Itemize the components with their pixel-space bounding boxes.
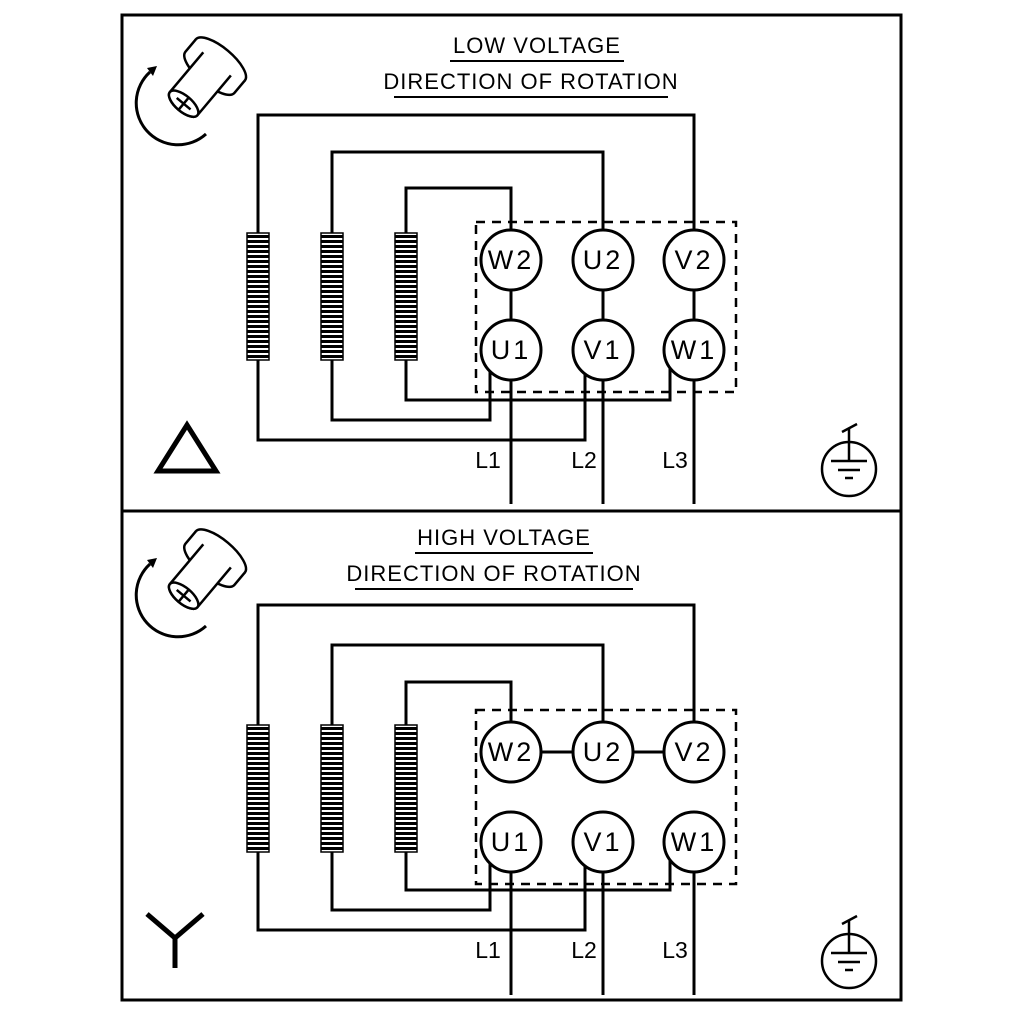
- terminal-label-w1: W1: [671, 827, 718, 857]
- winding-coil: [320, 724, 344, 853]
- terminal-u1: [479, 810, 543, 874]
- rotation-arrow-arc: [134, 562, 208, 639]
- supply-line-labels: L1 L2 L3: [475, 447, 688, 473]
- shaft-rotation-icon: [134, 528, 248, 639]
- terminal-label-w2: W2: [488, 737, 535, 767]
- wye-icon: [145, 912, 205, 968]
- high-voltage-panel: HIGH VOLTAGE DIRECTION OF ROTATION: [134, 525, 878, 995]
- terminal-w2: [479, 228, 543, 292]
- terminal-v1: [571, 810, 635, 874]
- delta-icon: [153, 420, 221, 474]
- terminal-label-w2: W2: [488, 245, 535, 275]
- supply-label-l2: L2: [571, 447, 597, 473]
- terminal-u2: [571, 228, 635, 292]
- terminal-w1: [662, 810, 726, 874]
- winding-bottom-wires: [256, 844, 672, 932]
- outer-border: [120, 13, 903, 1002]
- terminal-label-v2: V2: [674, 245, 713, 275]
- terminal-label-w1: W1: [671, 335, 718, 365]
- rotation-arrow-arc: [134, 70, 208, 147]
- supply-label-l3: L3: [662, 937, 688, 963]
- terminal-label-u2: U2: [583, 737, 624, 767]
- panel-subtitle: DIRECTION OF ROTATION: [346, 561, 641, 586]
- panel-subtitle: DIRECTION OF ROTATION: [383, 69, 678, 94]
- supply-line-labels: L1 L2 L3: [475, 937, 688, 963]
- stator-windings: [246, 724, 418, 853]
- rotation-arrow-head: [147, 66, 157, 76]
- winding-top-wires: [256, 113, 696, 260]
- terminal-circles: W2 U2 V2 U1 V1 W1: [479, 228, 726, 382]
- terminal-label-v1: V1: [583, 335, 622, 365]
- low-voltage-panel: LOW VOLTAGE DIRECTION OF ROTATION: [134, 33, 878, 504]
- winding-coil: [394, 232, 418, 361]
- terminal-box-outline: [474, 220, 738, 394]
- supply-label-l3: L3: [662, 447, 688, 473]
- shaft-rotation-icon: [134, 36, 248, 147]
- terminal-label-u1: U1: [491, 335, 532, 365]
- winding-coil: [394, 724, 418, 853]
- terminal-v1: [571, 318, 635, 382]
- supply-label-l1: L1: [475, 937, 501, 963]
- winding-bottom-wires: [256, 352, 672, 442]
- shaft-cylinder: [167, 528, 248, 611]
- terminal-label-u1: U1: [491, 827, 532, 857]
- winding-coil: [246, 232, 270, 361]
- winding-coil: [320, 232, 344, 361]
- terminal-u1: [479, 318, 543, 382]
- panel-title: HIGH VOLTAGE: [417, 525, 591, 550]
- shaft-cylinder: [167, 36, 248, 119]
- terminal-v2: [662, 228, 726, 292]
- rotation-arrow-head: [147, 558, 157, 568]
- terminal-label-v2: V2: [674, 737, 713, 767]
- terminal-label-v1: V1: [583, 827, 622, 857]
- winding-coil: [246, 724, 270, 853]
- terminal-circles: W2 U2 V2 U1 V1 W1: [479, 720, 726, 874]
- earth-ground-icon: [820, 914, 878, 990]
- terminal-u2: [571, 720, 635, 784]
- terminal-label-u2: U2: [583, 245, 624, 275]
- terminal-v2: [662, 720, 726, 784]
- stator-windings: [246, 232, 418, 361]
- terminal-box-outline: [474, 708, 738, 886]
- terminal-w1: [662, 318, 726, 382]
- terminal-w2: [479, 720, 543, 784]
- panel-title: LOW VOLTAGE: [453, 33, 621, 58]
- earth-ground-icon: [820, 422, 878, 498]
- winding-top-wires: [256, 603, 696, 752]
- supply-label-l2: L2: [571, 937, 597, 963]
- supply-label-l1: L1: [475, 447, 501, 473]
